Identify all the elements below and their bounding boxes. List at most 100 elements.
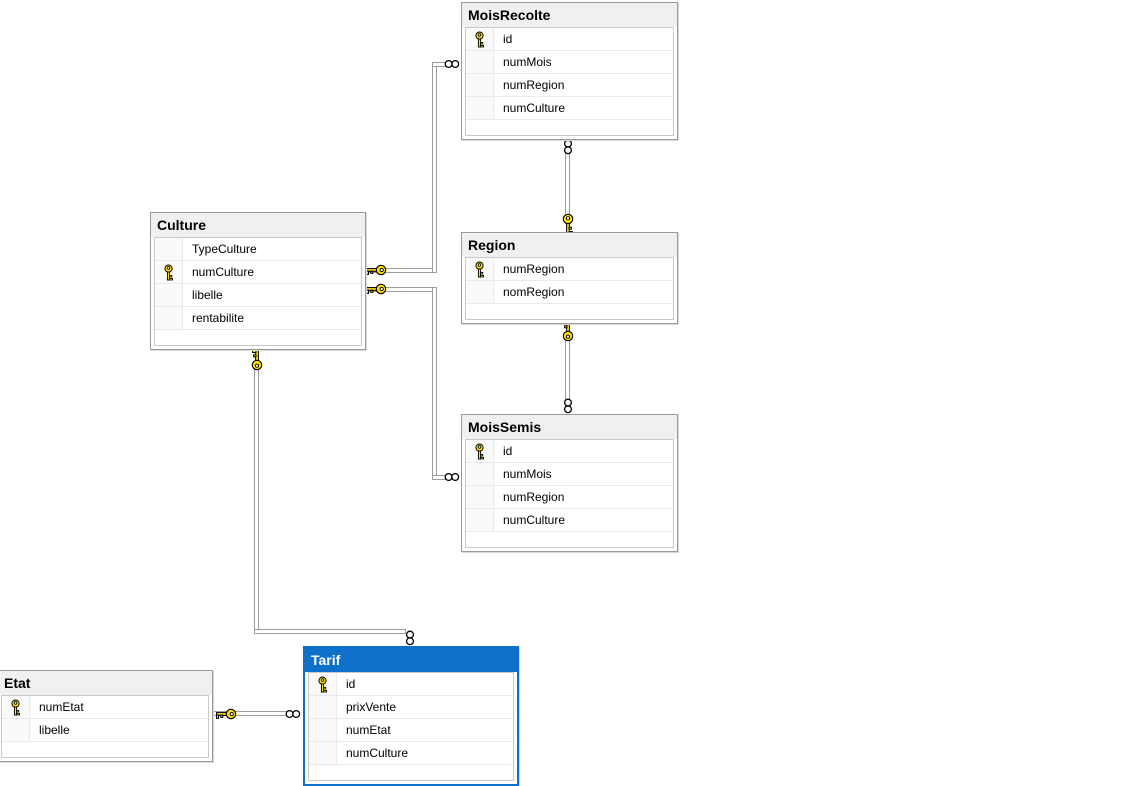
relationship-line[interactable]: [254, 366, 259, 634]
column-name: numRegion: [503, 262, 565, 276]
many-side-infinity-icon: [563, 398, 573, 414]
row-selector-cell: [155, 238, 183, 260]
table-row[interactable]: rentabilite: [155, 307, 361, 330]
column-name: TypeCulture: [192, 242, 257, 256]
table-title[interactable]: MoisSemis: [462, 415, 677, 439]
row-selector-cell: [309, 696, 337, 718]
column-name: nomRegion: [503, 285, 565, 299]
row-selector-cell: [155, 307, 183, 329]
row-selector-cell: [466, 281, 494, 303]
column-name: rentabilite: [192, 311, 245, 325]
table-moisrecolte[interactable]: MoisRecolte id numMois numRegion numCulture: [461, 2, 678, 140]
table-moissemis[interactable]: MoisSemis id numMois numRegion numCulture: [461, 414, 678, 552]
table-row[interactable]: numCulture: [155, 261, 361, 284]
column-name: numMois: [503, 467, 552, 481]
table-row[interactable]: libelle: [2, 719, 208, 742]
column-name: id: [503, 32, 513, 46]
table-row[interactable]: id: [466, 440, 673, 463]
column-name: numEtat: [39, 700, 84, 714]
relationship-line[interactable]: [565, 338, 570, 402]
row-selector-cell: [466, 51, 494, 73]
column-name: numCulture: [503, 513, 566, 527]
table-column-grid: id prixVente numEtat numCulture: [308, 672, 514, 781]
empty-grid-space: [2, 742, 208, 757]
empty-grid-space: [466, 304, 673, 319]
table-row[interactable]: numEtat: [309, 719, 513, 742]
table-row[interactable]: numCulture: [466, 97, 673, 120]
many-side-infinity-icon: [563, 139, 573, 155]
table-row[interactable]: nomRegion: [466, 281, 673, 304]
table-tarif[interactable]: Tarif id prixVente numEtat numCulture: [303, 646, 519, 786]
primary-key-icon: [466, 258, 494, 280]
table-row[interactable]: numMois: [466, 463, 673, 486]
column-name: libelle: [39, 723, 70, 737]
column-name: numCulture: [346, 746, 409, 760]
row-selector-cell: [2, 719, 30, 741]
table-title[interactable]: Etat: [0, 671, 212, 695]
column-name: numEtat: [346, 723, 391, 737]
column-name: libelle: [192, 288, 223, 302]
table-row[interactable]: numCulture: [309, 742, 513, 765]
relationship-line[interactable]: [432, 62, 437, 273]
relationship-line[interactable]: [254, 629, 406, 634]
many-side-infinity-icon: [444, 472, 460, 482]
relationship-line[interactable]: [432, 287, 437, 480]
table-etat[interactable]: Etat numEtat libelle: [0, 670, 213, 762]
table-column-grid: TypeCulture numCulture libelle rentabilite: [154, 237, 362, 346]
row-selector-cell: [466, 509, 494, 531]
table-title[interactable]: MoisRecolte: [462, 3, 677, 27]
column-name: id: [346, 677, 356, 691]
many-side-infinity-icon: [285, 709, 301, 719]
row-selector-cell: [309, 742, 337, 764]
row-selector-cell: [466, 463, 494, 485]
table-row[interactable]: id: [309, 673, 513, 696]
column-name: numRegion: [503, 78, 565, 92]
table-row[interactable]: id: [466, 28, 673, 51]
row-selector-cell: [466, 486, 494, 508]
table-column-grid: numEtat libelle: [1, 695, 209, 758]
many-side-infinity-icon: [444, 59, 460, 69]
column-name: id: [503, 444, 513, 458]
column-name: numMois: [503, 55, 552, 69]
column-name: numCulture: [192, 265, 255, 279]
table-row[interactable]: numMois: [466, 51, 673, 74]
table-row[interactable]: libelle: [155, 284, 361, 307]
table-column-grid: id numMois numRegion numCulture: [465, 27, 674, 136]
table-title[interactable]: Region: [462, 233, 677, 257]
table-row[interactable]: numRegion: [466, 74, 673, 97]
relationship-line[interactable]: [565, 152, 570, 219]
primary-key-icon: [155, 261, 183, 283]
row-selector-cell: [309, 719, 337, 741]
primary-key-icon: [2, 696, 30, 718]
table-row[interactable]: numRegion: [466, 258, 673, 281]
table-column-grid: id numMois numRegion numCulture: [465, 439, 674, 548]
column-name: numRegion: [503, 490, 565, 504]
table-title[interactable]: Culture: [151, 213, 365, 237]
column-name: prixVente: [346, 700, 397, 714]
table-row[interactable]: TypeCulture: [155, 238, 361, 261]
table-row[interactable]: numCulture: [466, 509, 673, 532]
primary-key-icon: [466, 28, 494, 50]
table-column-grid: numRegion nomRegion: [465, 257, 674, 320]
empty-grid-space: [155, 330, 361, 345]
table-region[interactable]: Region numRegion nomRegion: [461, 232, 678, 324]
one-side-key-icon: [365, 283, 387, 295]
many-side-infinity-icon: [405, 630, 415, 646]
table-row[interactable]: prixVente: [309, 696, 513, 719]
one-side-key-icon: [365, 264, 387, 276]
one-side-key-icon: [215, 708, 237, 720]
table-title[interactable]: Tarif: [305, 648, 517, 672]
column-name: numCulture: [503, 101, 566, 115]
one-side-key-icon: [251, 349, 263, 371]
row-selector-cell: [466, 97, 494, 119]
empty-grid-space: [309, 765, 513, 780]
table-row[interactable]: numEtat: [2, 696, 208, 719]
primary-key-icon: [309, 673, 337, 695]
table-culture[interactable]: Culture TypeCulture numCulture libelle rent…: [150, 212, 366, 350]
row-selector-cell: [155, 284, 183, 306]
primary-key-icon: [466, 440, 494, 462]
row-selector-cell: [466, 74, 494, 96]
empty-grid-space: [466, 120, 673, 135]
table-row[interactable]: numRegion: [466, 486, 673, 509]
